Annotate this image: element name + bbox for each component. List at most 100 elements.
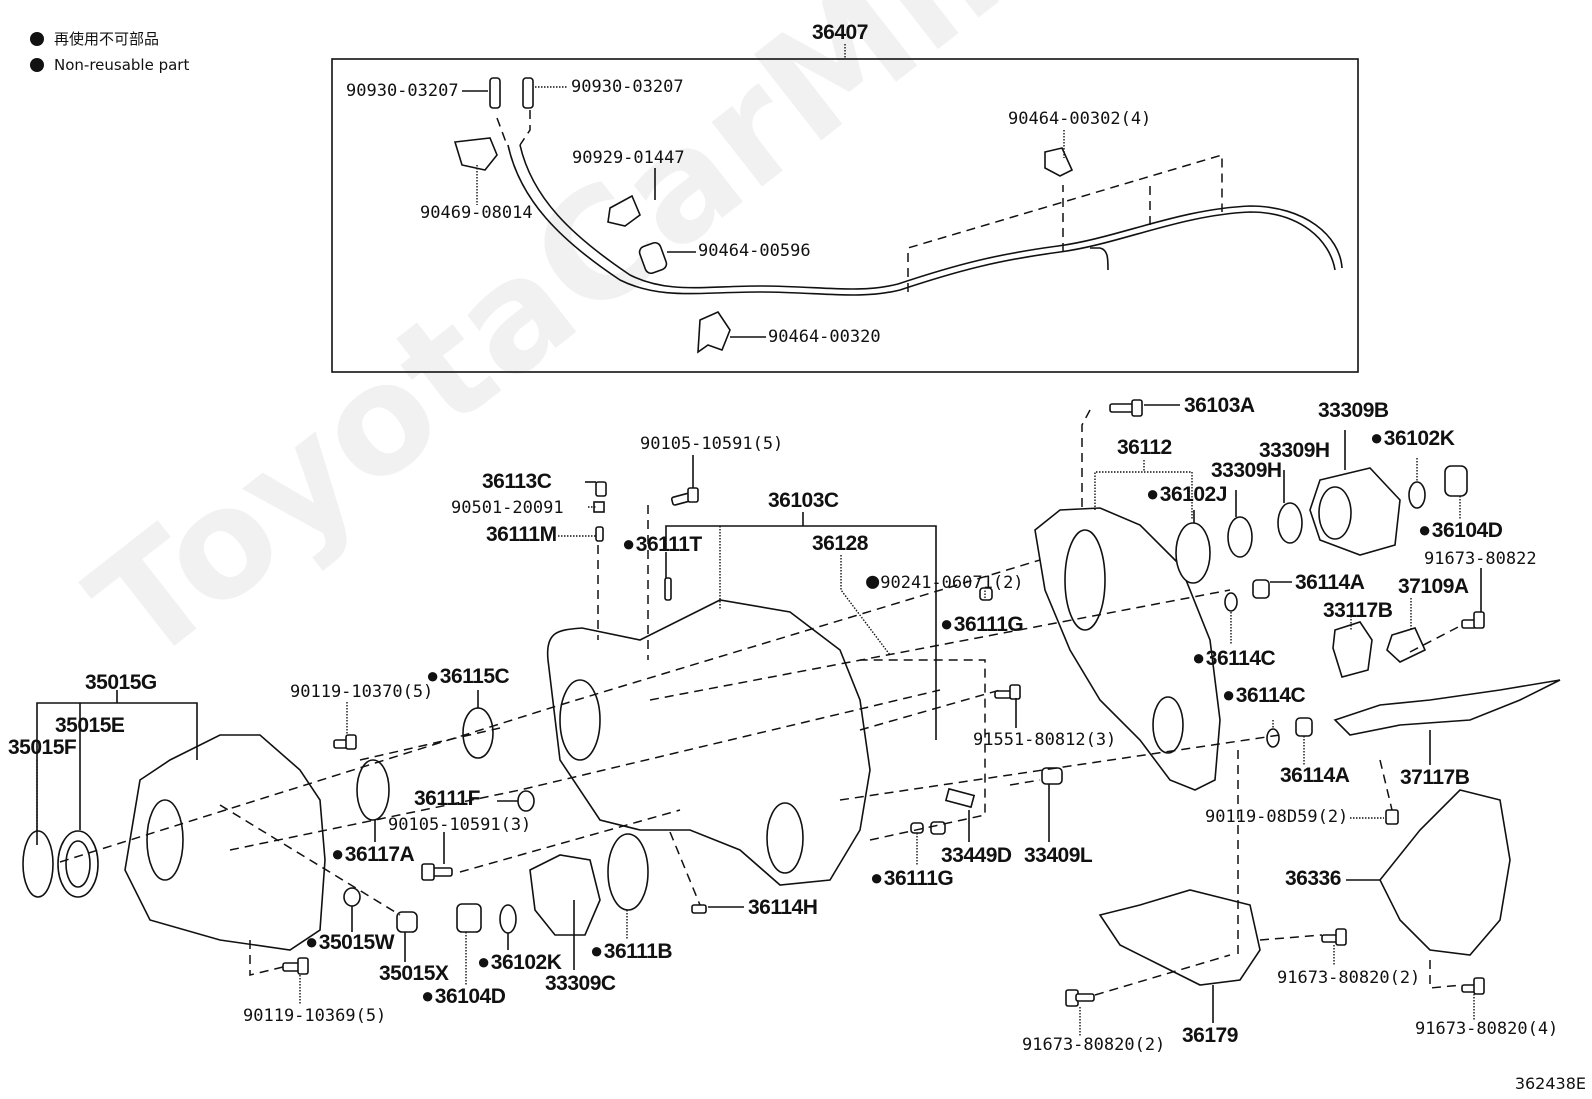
part-label-90464-00320[interactable]: 90464-00320 bbox=[768, 327, 881, 347]
part-label-36111T[interactable]: 36111T bbox=[622, 533, 702, 555]
clamp-90469 bbox=[453, 137, 498, 171]
non-reusable-dot-icon bbox=[30, 32, 44, 46]
part-label-36114C-a[interactable]: 36114C bbox=[1192, 647, 1276, 669]
assembly-box-36407 bbox=[331, 58, 1359, 373]
part-label-33449D[interactable]: 33449D bbox=[941, 844, 1012, 867]
snap-ring-35015F bbox=[22, 830, 54, 898]
non-reusable-dot-icon bbox=[30, 58, 44, 72]
nut-36104D-bottom bbox=[456, 903, 482, 933]
seal-36102J bbox=[1175, 522, 1211, 584]
part-label-35015E[interactable]: 35015E bbox=[55, 714, 125, 737]
part-label-36111G-b[interactable]: 36111G bbox=[870, 867, 954, 889]
part-label-36114H[interactable]: 36114H bbox=[748, 896, 818, 919]
part-label-90241-06071[interactable]: 90241-06071(2) bbox=[866, 571, 1023, 593]
alignment-lines bbox=[59, 409, 1463, 996]
legend-item-en: Non-reusable part bbox=[30, 58, 189, 73]
part-label-35015X[interactable]: 35015X bbox=[379, 962, 449, 985]
part-label-90464-00596[interactable]: 90464-00596 bbox=[698, 241, 811, 261]
bracket-37109A bbox=[1386, 627, 1427, 663]
clip-90464-00320 bbox=[697, 310, 731, 354]
part-label-36104D-bottom[interactable]: 36104D bbox=[421, 985, 506, 1007]
part-label-91673-80822[interactable]: 91673-80822 bbox=[1424, 549, 1537, 569]
document-id: 362438E bbox=[1514, 1074, 1586, 1093]
part-label-91673-80820-4[interactable]: 91673-80820(4) bbox=[1415, 1019, 1559, 1039]
part-label-36112[interactable]: 36112 bbox=[1117, 436, 1172, 459]
part-label-90930-03207-b[interactable]: 90930-03207 bbox=[571, 77, 684, 97]
seal-36114C-a bbox=[1224, 592, 1238, 612]
part-label-33409L[interactable]: 33409L bbox=[1024, 844, 1093, 867]
part-label-37117B[interactable]: 37117B bbox=[1400, 766, 1470, 789]
part-label-33117B[interactable]: 33117B bbox=[1323, 599, 1393, 622]
part-label-36128[interactable]: 36128 bbox=[812, 532, 868, 555]
bracket-36336 bbox=[1379, 789, 1511, 956]
part-label-36102J[interactable]: 36102J bbox=[1146, 483, 1228, 505]
part-label-35015G[interactable]: 35015G bbox=[85, 671, 157, 694]
part-label-36115C[interactable]: 36115C bbox=[426, 665, 510, 687]
part-label-33309H-b[interactable]: 33309H bbox=[1211, 459, 1282, 482]
seal-36114C-b bbox=[1266, 728, 1280, 748]
part-label-36407[interactable]: 36407 bbox=[812, 21, 868, 44]
case-35015G bbox=[124, 734, 326, 951]
part-label-37109A[interactable]: 37109A bbox=[1398, 575, 1469, 598]
seal-36117A bbox=[356, 759, 390, 821]
part-label-36336[interactable]: 36336 bbox=[1285, 867, 1341, 890]
seal-36111B bbox=[607, 833, 649, 911]
part-label-90119-08D59[interactable]: 90119-08D59(2) bbox=[1205, 807, 1349, 827]
breather-hose bbox=[507, 144, 1343, 296]
part-label-90469-08014[interactable]: 90469-08014 bbox=[420, 203, 533, 223]
part-label-90119-10370[interactable]: 90119-10370(5) bbox=[290, 682, 434, 702]
part-label-90105-10591-3[interactable]: 90105-10591(3) bbox=[388, 815, 532, 835]
o-ring-36102K-top bbox=[1408, 481, 1426, 509]
ring-33309H-b bbox=[1277, 502, 1303, 544]
part-label-33309C[interactable]: 33309C bbox=[545, 972, 616, 995]
clip-90464-00596 bbox=[638, 241, 668, 275]
part-label-90930-03207-a[interactable]: 90930-03207 bbox=[346, 81, 459, 101]
legend-item-jp: 再使用不可部品 bbox=[30, 32, 159, 47]
cover-36179 bbox=[1098, 889, 1261, 986]
part-label-36104D-top[interactable]: 36104D bbox=[1418, 519, 1503, 541]
clamp-90464-00302 bbox=[1044, 147, 1074, 177]
part-label-35015W[interactable]: 35015W bbox=[305, 931, 395, 953]
part-label-36103A[interactable]: 36103A bbox=[1184, 394, 1255, 417]
part-label-36114A-a[interactable]: 36114A bbox=[1295, 571, 1365, 594]
part-label-90119-10369[interactable]: 90119-10369(5) bbox=[243, 1006, 387, 1026]
part-label-36117A[interactable]: 36117A bbox=[331, 843, 415, 865]
part-label-36179[interactable]: 36179 bbox=[1182, 1024, 1238, 1047]
part-label-91551-80812[interactable]: 91551-80812(3) bbox=[973, 730, 1117, 750]
fitting-90930-b bbox=[522, 77, 534, 109]
part-label-36111F[interactable]: 36111F bbox=[414, 787, 480, 810]
bracket-33117B bbox=[1332, 621, 1373, 678]
part-label-36102K-bottom[interactable]: 36102K bbox=[477, 951, 562, 973]
plug-35015X bbox=[396, 911, 418, 933]
part-label-33309B[interactable]: 33309B bbox=[1318, 399, 1389, 422]
part-label-90501-20091[interactable]: 90501-20091 bbox=[451, 498, 564, 518]
part-label-36111M[interactable]: 36111M bbox=[486, 523, 557, 546]
part-label-91673-80820-2a[interactable]: 91673-80820(2) bbox=[1022, 1035, 1166, 1055]
part-label-36111B[interactable]: 36111B bbox=[590, 940, 673, 962]
o-ring-36102K-bottom bbox=[499, 904, 517, 934]
plug-36114A-b bbox=[1295, 717, 1313, 737]
part-label-36114A-b[interactable]: 36114A bbox=[1280, 764, 1350, 787]
plug-36114A-a bbox=[1252, 579, 1270, 599]
part-label-36114C-b[interactable]: 36114C bbox=[1222, 684, 1306, 706]
part-label-36111G-a[interactable]: 36111G bbox=[940, 613, 1024, 635]
fitting-90930-a bbox=[489, 77, 501, 109]
part-label-90464-00302[interactable]: 90464-00302(4) bbox=[1008, 109, 1152, 129]
clip-90929 bbox=[607, 194, 641, 227]
part-label-36113C[interactable]: 36113C bbox=[482, 470, 552, 493]
plug-36111F bbox=[517, 790, 535, 812]
nut-36104D-top bbox=[1444, 465, 1468, 497]
part-label-36103C[interactable]: 36103C bbox=[768, 489, 839, 512]
part-label-36102K-top[interactable]: 36102K bbox=[1370, 427, 1455, 449]
ring-33309H-a bbox=[1227, 516, 1253, 558]
part-label-90105-10591-5[interactable]: 90105-10591(5) bbox=[640, 434, 784, 454]
flange-33309C bbox=[529, 854, 601, 936]
part-label-33309H-a[interactable]: 33309H bbox=[1259, 439, 1330, 462]
part-label-91673-80820-2b[interactable]: 91673-80820(2) bbox=[1277, 968, 1421, 988]
gasket-35015W bbox=[343, 887, 361, 907]
part-label-35015F[interactable]: 35015F bbox=[8, 736, 77, 759]
part-label-90929-01447[interactable]: 90929-01447 bbox=[572, 148, 685, 168]
protector-37117B bbox=[1333, 679, 1561, 736]
